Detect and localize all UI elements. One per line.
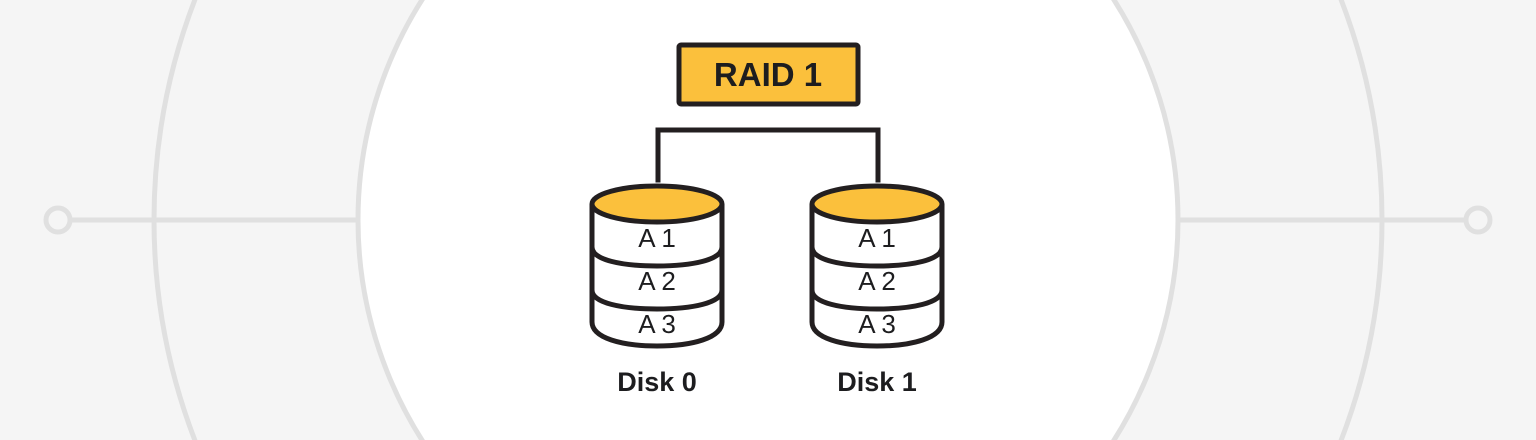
disk-1-divider-2 bbox=[809, 289, 945, 312]
disk-0-top-platter bbox=[589, 183, 725, 225]
disk-1[interactable]: A 1 A 2 A 3 Disk 1 bbox=[809, 183, 945, 397]
disk-1-top-platter bbox=[809, 183, 945, 225]
disk-0[interactable]: A 1 A 2 A 3 Disk 0 bbox=[589, 183, 725, 397]
disk-0-block-2-label: A 3 bbox=[638, 309, 676, 339]
disk-1-block-0-label: A 1 bbox=[858, 223, 896, 253]
disk-1-body bbox=[809, 204, 945, 349]
disk-0-divider-2 bbox=[589, 289, 725, 312]
disk-1-caption: Disk 1 bbox=[837, 367, 917, 397]
connector-path bbox=[655, 127, 881, 183]
disk-0-caption: Disk 0 bbox=[617, 367, 697, 397]
raid-level-box bbox=[676, 42, 861, 107]
endpoint-marker-left-icon bbox=[43, 205, 73, 235]
disk-0-divider-1 bbox=[589, 246, 725, 269]
disk-1-block-1-label: A 2 bbox=[858, 266, 896, 296]
disk-1-divider-1 bbox=[809, 246, 945, 269]
raid-level-label: RAID 1 bbox=[714, 56, 822, 93]
endpoint-marker-right-icon bbox=[1463, 205, 1493, 235]
disk-0-block-1-label: A 2 bbox=[638, 266, 676, 296]
disk-1-block-2-label: A 3 bbox=[858, 309, 896, 339]
bracket-connector bbox=[655, 127, 881, 183]
raid-level-node[interactable]: RAID 1 bbox=[676, 42, 861, 107]
disk-0-body bbox=[589, 204, 725, 349]
disk-0-block-0-label: A 1 bbox=[638, 223, 676, 253]
